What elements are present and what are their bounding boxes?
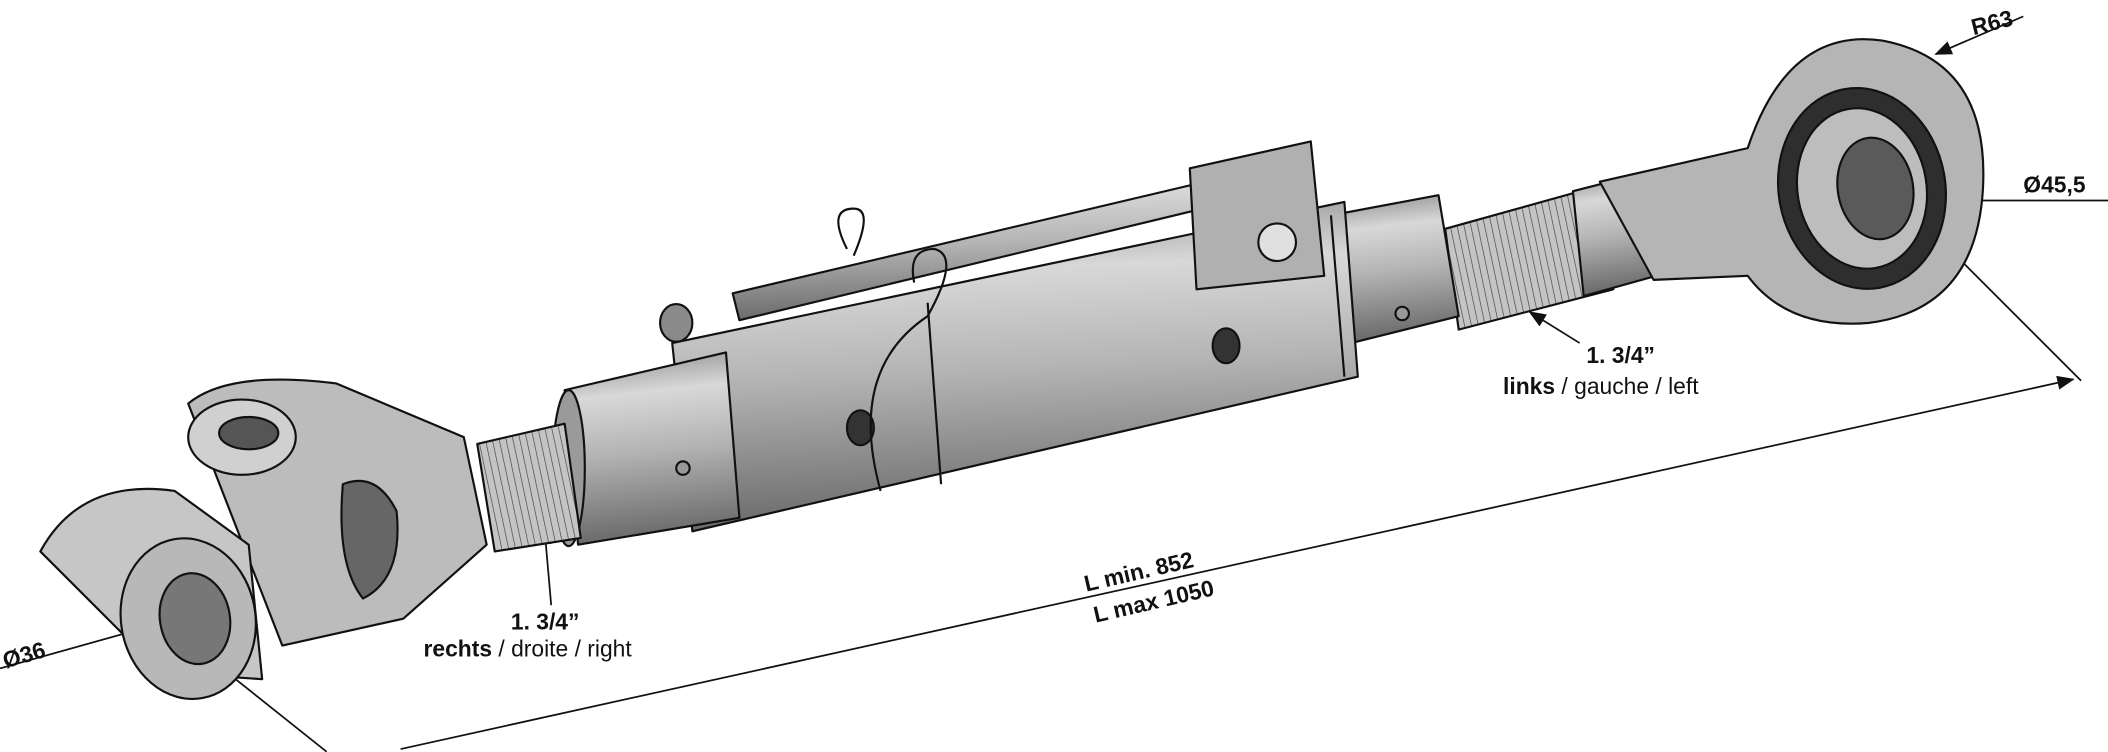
clevis-bore-label: Ø36 (0, 636, 48, 673)
locking-latch (659, 140, 1326, 492)
left-thread-direction: links / gauche / left (1503, 373, 1699, 399)
right-thread-direction: rechts / droite / right (423, 635, 632, 661)
ball-bore-label: Ø45,5 (2023, 171, 2086, 197)
left-thread-size: 1. 3/4” (1586, 342, 1655, 368)
ball-eye-end (1444, 38, 1985, 331)
clevis-end (39, 378, 582, 701)
main-tube (551, 194, 1460, 548)
right-thread-size: 1. 3/4” (511, 608, 580, 634)
radius-label: R63 (1968, 5, 2015, 40)
